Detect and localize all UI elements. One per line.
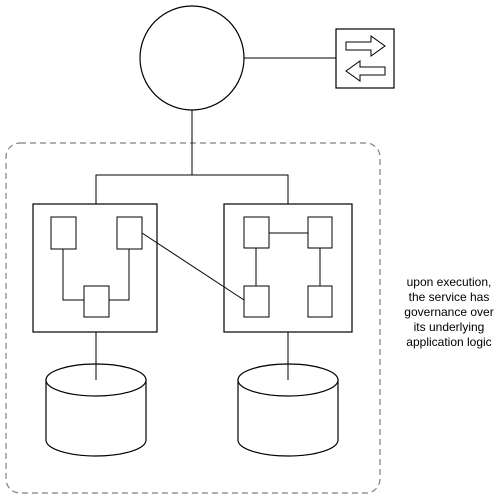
caption-line: application logic	[406, 335, 492, 349]
left-component	[32, 203, 158, 333]
left-module-c	[83, 285, 110, 318]
governance-caption: upon execution, the service has governan…	[398, 275, 500, 350]
branch-connector	[95, 174, 289, 204]
cross-component-connector	[141, 232, 245, 301]
right-module-d	[307, 285, 333, 318]
bidirectional-arrows-icon	[335, 28, 395, 89]
right-module-a	[243, 216, 270, 249]
caption-line: the service has	[408, 290, 490, 304]
caption-line: upon execution,	[406, 275, 492, 289]
database-cylinder-icon	[237, 363, 339, 457]
left-module-a	[50, 216, 77, 250]
service-boundary	[5, 142, 381, 494]
right-component	[223, 203, 353, 333]
right-module-b	[307, 216, 333, 249]
caption-line: its underlying	[413, 320, 485, 334]
left-module-b	[116, 216, 143, 250]
database-cylinder-icon	[45, 363, 147, 457]
right-module-c	[243, 285, 270, 318]
service-circle	[139, 5, 245, 111]
caption-line: governance over	[404, 305, 494, 319]
